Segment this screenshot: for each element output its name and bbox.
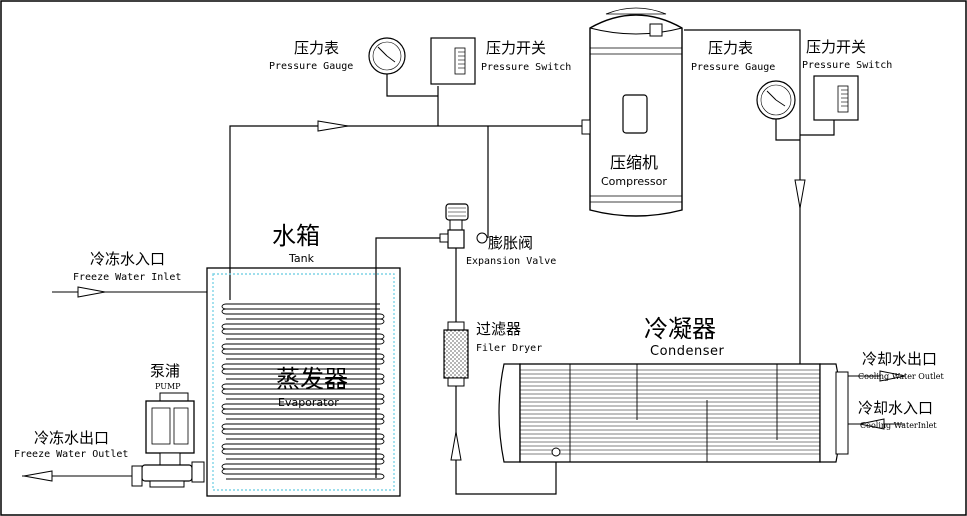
right-switch-label-zh: 压力开关 (806, 38, 867, 56)
evaporator-bend (379, 358, 385, 365)
filter-dryer (443, 321, 469, 387)
evaporator-bend (221, 448, 227, 455)
filter-label-zh: 过滤器 (476, 320, 522, 338)
evaporator-bend (221, 308, 227, 315)
evaporator-coil (221, 303, 385, 480)
cooling-water-arrows (859, 370, 906, 430)
right-switch-label-en: Pressure Switch (802, 60, 893, 71)
suction-line (229, 125, 586, 300)
evaporator-bend (221, 443, 227, 450)
evaporator-bend (221, 323, 227, 330)
evaporator-bend (221, 383, 227, 390)
evaporator-bend (379, 438, 385, 445)
discharge-arrow (794, 179, 806, 209)
compressor-label-zh: 压缩机 (610, 153, 659, 172)
compressor-label-en: Compressor (601, 175, 667, 188)
freeze-inlet-label-en: Freeze Water Inlet (73, 272, 182, 283)
evaporator-bend (221, 328, 227, 335)
evaporator-bend (379, 338, 385, 345)
left-switch-label-en: Pressure Switch (481, 62, 572, 73)
evaporator-bend (221, 363, 227, 370)
right-pressure-switch (813, 75, 859, 121)
evaporator-bend (221, 388, 227, 395)
left-gauge-label-en: Pressure Gauge (269, 61, 354, 72)
tank-label-zh: 水箱 (272, 222, 320, 250)
evaporator-tubes (226, 303, 380, 480)
evaporator-bend (379, 318, 385, 325)
cooling-outlet-label-zh: 冷却水出口 (862, 350, 938, 368)
tank-label-en: Tank (289, 252, 314, 265)
pump-label-zh: 泵浦 (150, 362, 181, 380)
cooling-outlet-label-en: Cooling Water Outlet (858, 372, 944, 381)
expansion-valve (439, 203, 488, 249)
evaporator-bend (379, 398, 385, 405)
refrigerant-piping (229, 29, 835, 495)
freeze-outlet-label-zh: 冷冻水出口 (34, 429, 110, 447)
filter-label-en: Filer Dryer (476, 343, 543, 354)
evaporator-bend (379, 313, 385, 320)
freeze-outlet-arrow (23, 470, 53, 482)
evaporator-bend (379, 433, 385, 440)
evaporator-bend (379, 373, 385, 380)
evaporator-bend (221, 403, 227, 410)
compressor (581, 7, 683, 217)
right-gauge-tap (775, 118, 800, 141)
evaporator-bend (221, 303, 227, 310)
evaporator-bend (221, 408, 227, 415)
evaporator-bend (379, 458, 385, 465)
left-gauge-label-zh: 压力表 (294, 39, 340, 57)
suction-arrow (317, 120, 349, 132)
evaporator-bend (379, 453, 385, 460)
evaporator-bend (221, 368, 227, 375)
expansion-valve-label-zh: 膨胀阀 (488, 234, 534, 252)
pump-label-en: PUMP (155, 382, 181, 391)
right-gauge-label-en: Pressure Gauge (691, 62, 776, 73)
condenser (498, 363, 849, 463)
right-gauge-label-zh: 压力表 (708, 39, 754, 57)
evaporator-bend (221, 348, 227, 355)
left-pressure-gauge (368, 37, 406, 75)
evaporator-label-en: Evaporator (278, 396, 339, 409)
freeze-outlet-label-en: Freeze Water Outlet (14, 449, 129, 460)
left-pressure-switch (430, 37, 476, 85)
evaporator-bend (221, 343, 227, 350)
left-switch-label-zh: 压力开关 (486, 39, 547, 57)
freeze-inlet-label-zh: 冷冻水入口 (90, 250, 166, 268)
evaporator-bend (221, 423, 227, 430)
water-tank (206, 267, 401, 497)
discharge-line (684, 29, 801, 390)
pump (131, 392, 205, 488)
cooling-inlet-label-en: Cooling WaterInlet (860, 421, 937, 430)
evaporator-bend (379, 418, 385, 425)
condenser-label-zh: 冷凝器 (644, 315, 716, 343)
liquid-arrow (450, 431, 462, 461)
evaporator-bend (379, 353, 385, 360)
left-gauge-tap (386, 73, 438, 97)
evaporator-bend (379, 413, 385, 420)
expansion-valve-label-en: Expansion Valve (466, 256, 557, 267)
evaporator-bend (379, 473, 385, 480)
freeze-inlet-arrow (77, 286, 106, 298)
flow-arrows (317, 120, 806, 461)
valve-to-evaporator (375, 237, 442, 478)
condenser-label-en: Condenser (650, 344, 725, 359)
evaporator-label-zh: 蒸发器 (276, 365, 348, 393)
evaporator-bend (221, 468, 227, 475)
evaporator-bend (379, 378, 385, 385)
right-switch-tap (800, 118, 835, 136)
right-pressure-gauge (756, 80, 796, 120)
evaporator-bend (221, 428, 227, 435)
evaporator-bend (379, 393, 385, 400)
evaporator-bend (221, 463, 227, 470)
evaporator-bend (379, 333, 385, 340)
cooling-inlet-label-zh: 冷却水入口 (858, 399, 934, 417)
